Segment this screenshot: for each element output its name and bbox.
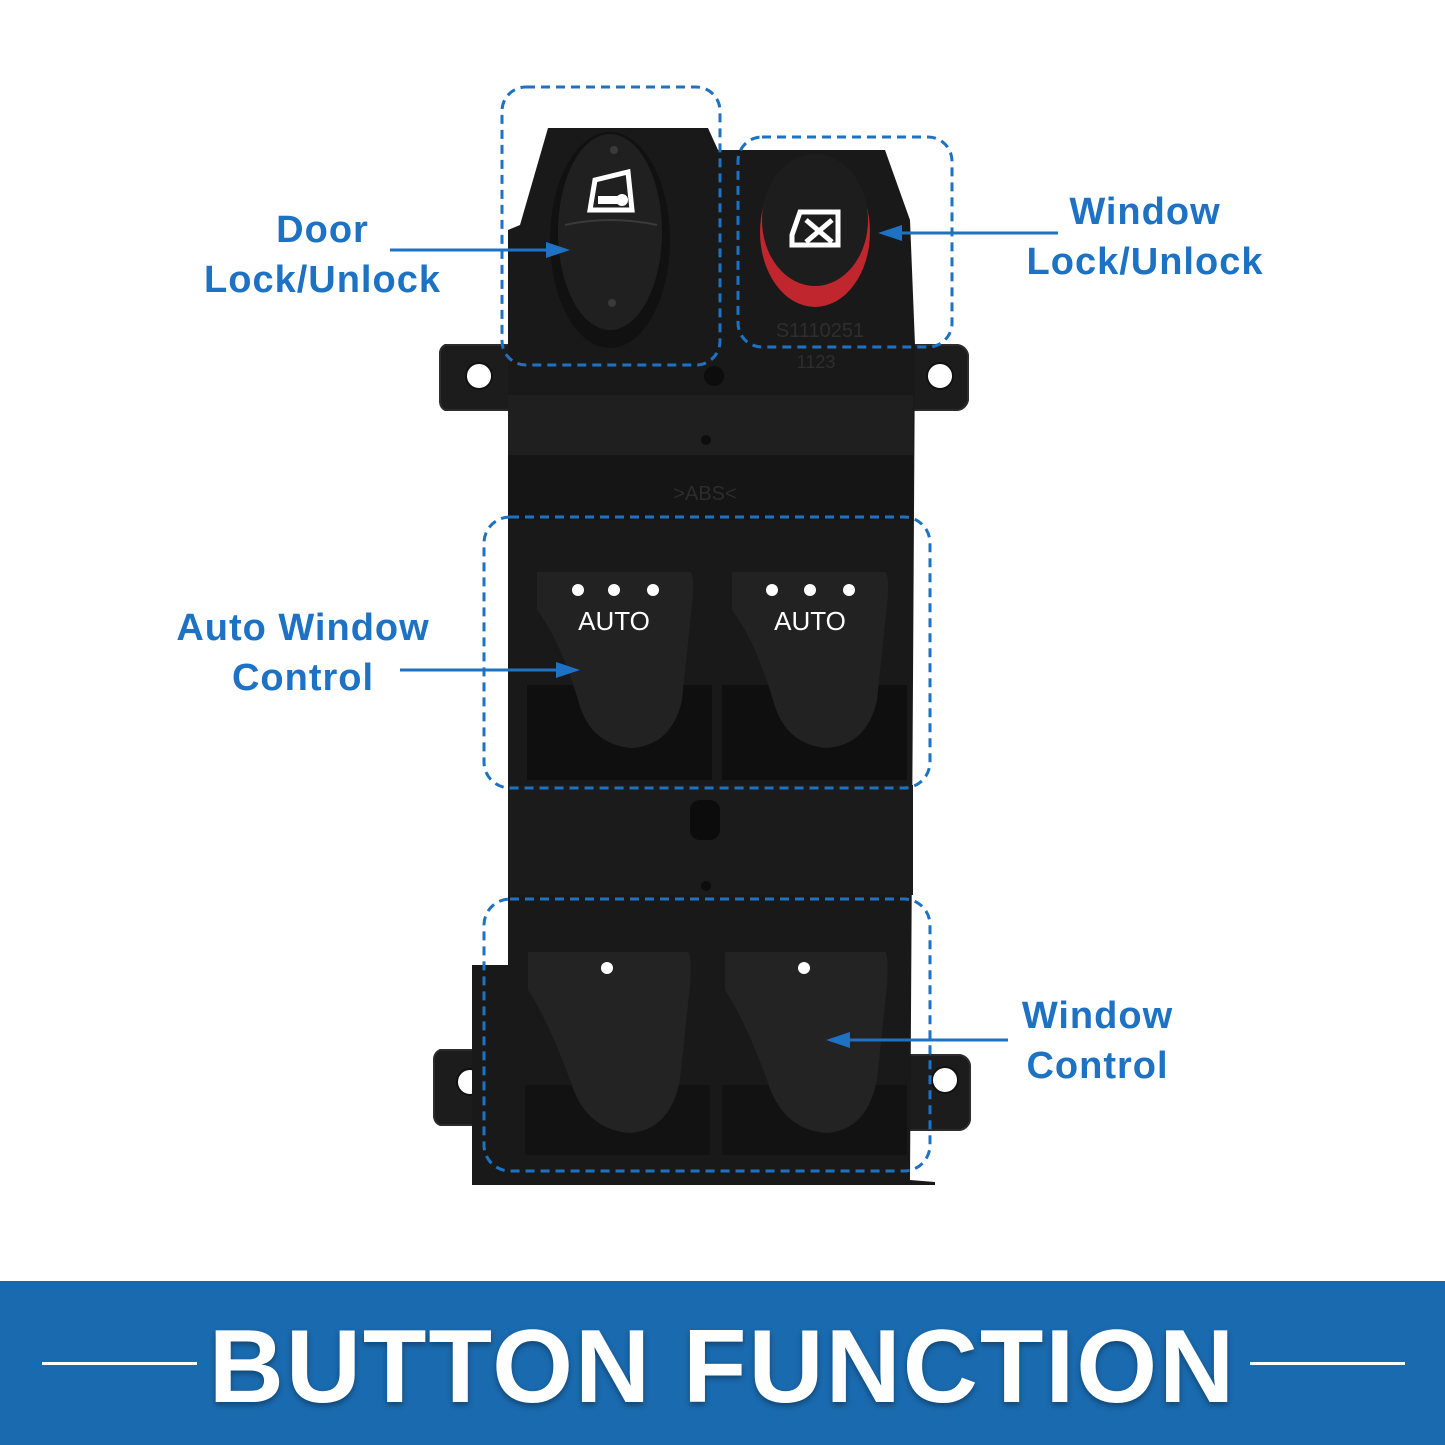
auto-window-callout-line2: Control (231, 657, 375, 699)
window-lock-button[interactable] (760, 154, 870, 307)
window-lock-highlight (736, 135, 954, 349)
callout-arrows (390, 225, 1058, 1048)
door-lock-arrow (390, 242, 570, 258)
window-control-callout-line1: Window (1021, 995, 1174, 1037)
window-control-callout-line2: Control (1026, 1045, 1169, 1087)
door-lock-callout-line2: Lock/Unlock (204, 259, 441, 301)
window-control-button-left[interactable] (525, 952, 710, 1155)
auto-window-button-left[interactable]: AUTO (527, 572, 712, 780)
window-lock-callout: Window Lock/Unlock (1010, 187, 1280, 287)
door-lock-icon (587, 168, 635, 213)
molded-part-code: S1110251 (776, 320, 864, 342)
door-lock-callout: Door Lock/Unlock (190, 205, 455, 305)
auto-label-left: AUTO (578, 606, 650, 636)
door-lock-highlight (500, 85, 722, 367)
door-lock-button[interactable] (550, 132, 670, 348)
auto-window-callout: Auto Window Control (158, 603, 448, 703)
auto-window-highlight (482, 515, 932, 790)
switch-body: >ABS< S1110251 1123 (472, 128, 935, 1185)
window-lock-icon (789, 209, 841, 248)
window-lock-callout-line2: Lock/Unlock (1026, 241, 1264, 283)
window-control-button-right[interactable] (722, 952, 907, 1155)
banner-rule-left (42, 1362, 197, 1365)
auto-window-callout-line1: Auto Window (176, 607, 430, 649)
banner-rule-right (1250, 1362, 1405, 1365)
window-switch-assembly: >ABS< S1110251 1123 AUTO (390, 85, 1058, 1185)
window-lock-callout-line1: Window (1069, 191, 1221, 233)
window-lock-arrow (878, 225, 1058, 241)
auto-window-button-right[interactable]: AUTO (722, 572, 907, 780)
window-control-highlight (482, 897, 932, 1173)
door-lock-callout-line1: Door (276, 209, 369, 251)
banner-title: BUTTON FUNCTION (208, 1309, 1237, 1425)
window-control-callout: Window Control (1000, 991, 1195, 1091)
auto-label-right: AUTO (774, 606, 846, 636)
molded-date-code: 1123 (797, 352, 836, 372)
molded-abs-text: >ABS< (673, 483, 736, 505)
title-banner (0, 1281, 1445, 1445)
window-control-arrow (826, 1032, 1008, 1048)
auto-window-arrow (400, 662, 580, 678)
highlight-frames (482, 85, 954, 1173)
